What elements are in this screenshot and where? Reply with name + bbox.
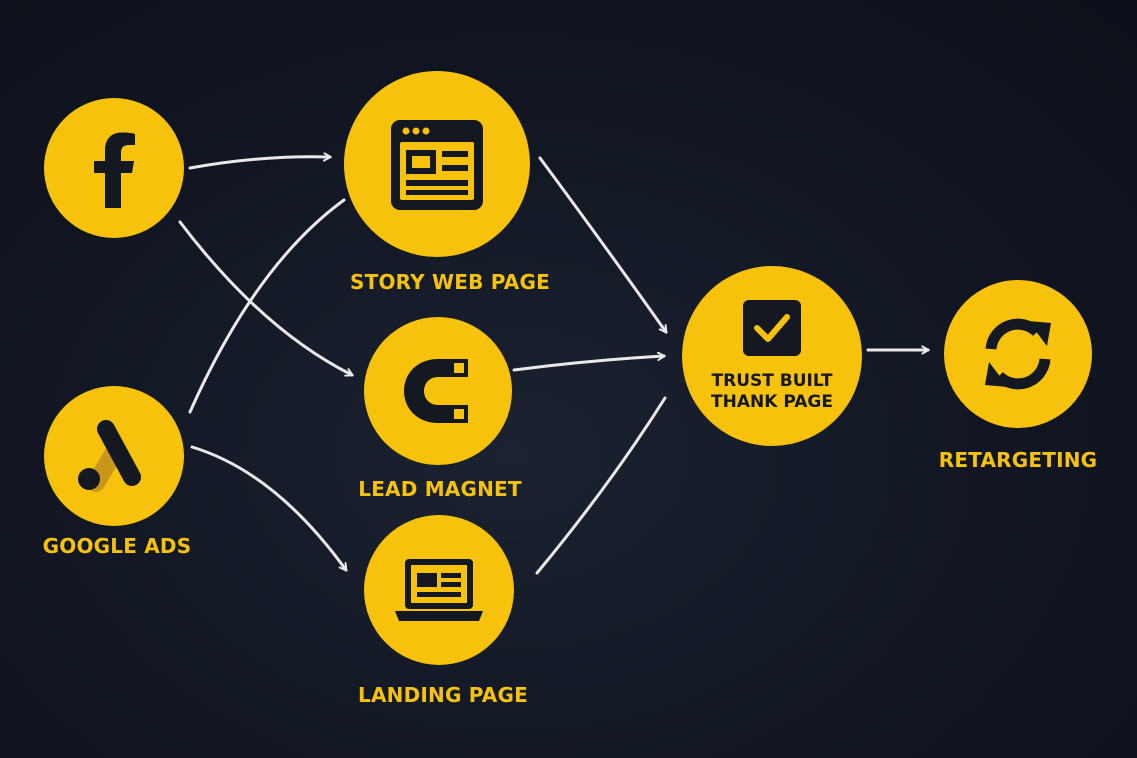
- lead-magnet-label: LEAD MAGNET: [358, 477, 522, 501]
- checkbox-icon: [743, 300, 801, 356]
- story-web-page-label: STORY WEB PAGE: [350, 270, 550, 294]
- edge-landing-to-trust: [535, 396, 667, 575]
- lead-magnet-node: [364, 317, 512, 465]
- story-web-page-node: [344, 71, 530, 257]
- retargeting-label: RETARGETING: [938, 448, 1098, 472]
- edge-facebook-to-lead: [178, 220, 352, 375]
- trust-built-label: TRUST BUILT THANK PAGE: [682, 371, 862, 413]
- google-ads-label: GOOGLE ADS: [42, 534, 192, 558]
- refresh-cycle-icon: [985, 318, 1051, 390]
- trust-built-label-line1: TRUST BUILT: [711, 371, 833, 391]
- landing-page-label: LANDING PAGE: [358, 683, 528, 707]
- facebook-node: [44, 98, 184, 238]
- edge-story-to-trust: [538, 156, 668, 332]
- browser-window-icon: [391, 120, 483, 210]
- retargeting-node: [944, 280, 1092, 428]
- facebook-f-icon: [94, 132, 135, 208]
- landing-page-node: [364, 515, 514, 665]
- laptop-icon: [395, 559, 483, 621]
- edge-facebook-to-story: [188, 157, 330, 170]
- edge-googleads-to-story: [188, 198, 346, 414]
- google-ads-icon: [78, 420, 141, 492]
- google-ads-node: [44, 386, 184, 526]
- magnet-icon: [404, 359, 468, 423]
- trust-built-label-line2: THANK PAGE: [711, 392, 833, 412]
- trust-built-node: TRUST BUILT THANK PAGE: [682, 266, 862, 446]
- edge-googleads-to-landing: [190, 445, 348, 570]
- edge-lead-to-trust: [512, 356, 664, 372]
